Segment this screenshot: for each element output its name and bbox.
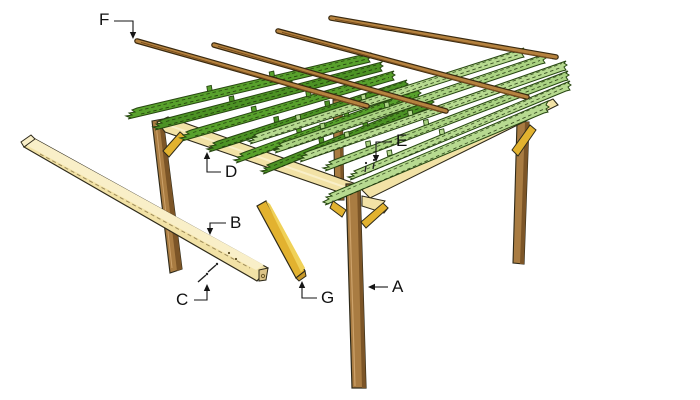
arrow-G <box>298 281 306 288</box>
rafter-block <box>365 140 372 148</box>
screws-c <box>197 262 219 283</box>
front-right-brace <box>360 202 389 229</box>
leader-D <box>206 159 221 173</box>
loose-brace <box>256 200 307 282</box>
arrow-B <box>206 228 214 235</box>
right-post-brace <box>511 124 537 157</box>
rafter-block <box>407 109 414 117</box>
rafter-block <box>324 100 331 108</box>
shade-battens <box>134 15 559 114</box>
label-B: B <box>230 213 242 232</box>
label-G: G <box>321 288 335 307</box>
label-A: A <box>392 277 404 296</box>
label-D: D <box>225 162 238 181</box>
arrow-C <box>203 284 211 291</box>
leader-C <box>194 290 208 301</box>
leader-F <box>114 20 134 33</box>
rafter <box>321 100 550 206</box>
rafter-block <box>422 118 430 126</box>
front-left-brace <box>329 200 347 218</box>
arrow-A <box>368 283 375 291</box>
screws-e <box>364 158 376 173</box>
label-F: F <box>99 10 110 29</box>
rafter-block <box>206 84 213 92</box>
leader-E <box>375 141 392 156</box>
rafter-block <box>295 113 302 121</box>
leader-B <box>209 222 226 229</box>
rafter-block <box>438 128 446 136</box>
batten <box>328 15 559 60</box>
loose-beam <box>20 134 269 282</box>
batten <box>275 28 530 100</box>
leader-G <box>301 287 317 299</box>
batten <box>211 42 449 114</box>
rafter-block <box>228 95 235 103</box>
rafter <box>296 60 568 163</box>
rafter-block <box>250 105 258 113</box>
rafter-block <box>360 93 367 101</box>
label-C: C <box>176 290 189 309</box>
front-post <box>345 183 367 389</box>
leader-lines <box>114 20 392 301</box>
rafter-block <box>273 115 280 124</box>
arrow-E <box>372 155 380 162</box>
front-rail-rafter <box>321 100 550 206</box>
leader-arrowheads <box>129 32 380 291</box>
rafter-block <box>383 101 391 109</box>
right-post <box>512 121 530 265</box>
rafter-block <box>319 122 326 130</box>
rafter <box>346 80 572 181</box>
arrow-D <box>203 152 211 159</box>
arrow-F <box>129 32 137 39</box>
batten <box>134 38 370 109</box>
rafter-block <box>268 70 276 78</box>
front-post-joint <box>329 195 389 229</box>
rafter-block <box>386 149 393 157</box>
label-E: E <box>396 131 408 150</box>
rafter-block <box>343 131 351 139</box>
